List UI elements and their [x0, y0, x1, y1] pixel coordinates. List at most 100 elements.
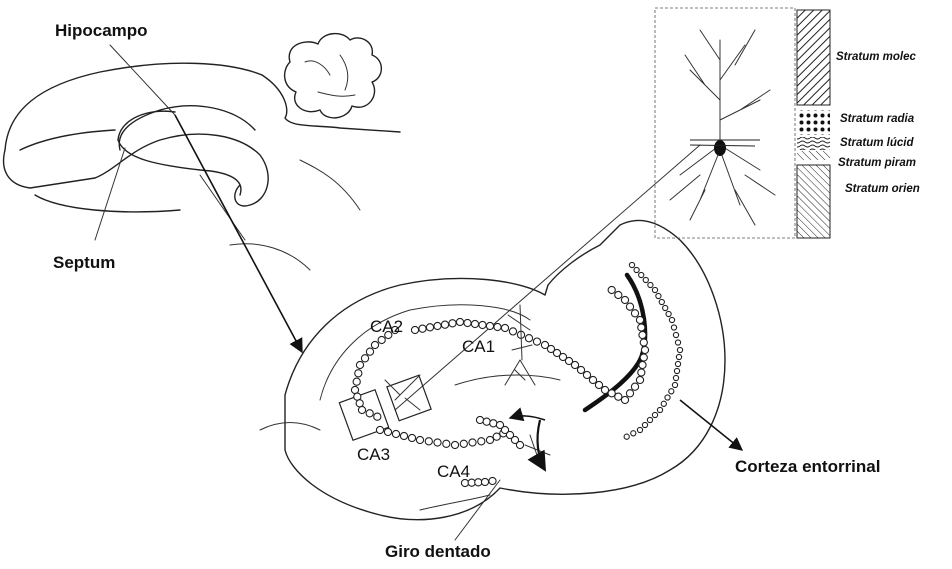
cell-body [641, 346, 648, 353]
cell-body [356, 361, 363, 368]
cell-body [490, 420, 497, 427]
cell-body [637, 427, 642, 432]
cell-body [374, 413, 381, 420]
cell-body [631, 431, 636, 436]
label-stratum-piramidale: Stratum piram [838, 157, 916, 169]
cell-body [659, 299, 664, 304]
inset-leader [395, 145, 700, 410]
stratum-inset [655, 8, 830, 238]
cell-body [483, 418, 490, 425]
cell-body [669, 389, 674, 394]
cell-body [639, 331, 646, 338]
cell-body [674, 368, 679, 373]
cell-body [456, 318, 463, 325]
cell-body [640, 354, 647, 361]
cell-body [652, 287, 657, 292]
cell-body [408, 434, 415, 441]
cell-body [673, 375, 678, 380]
cell-body [636, 316, 643, 323]
cell-body [615, 393, 622, 400]
label-hipocampo: Hipocampo [55, 21, 148, 40]
label-stratum-oriens: Stratum orien [845, 183, 920, 195]
cell-body [636, 376, 643, 383]
cell-body [648, 282, 653, 287]
label-ca4: CA4 [437, 462, 470, 481]
cell-body [571, 361, 578, 368]
cell-body [673, 332, 678, 337]
cell-body [671, 325, 676, 330]
cell-body [443, 440, 450, 447]
cell-body [577, 366, 584, 373]
cell-body [486, 436, 493, 443]
cell-body [509, 328, 516, 335]
cell-body [624, 434, 629, 439]
entorhinal-arrow [680, 400, 742, 450]
cell-body [631, 383, 638, 390]
cell-body [493, 433, 500, 440]
cell-body [469, 439, 476, 446]
cell-body [672, 382, 677, 387]
label-stratum-radiatum: Stratum radia [840, 113, 915, 125]
cell-body [434, 322, 441, 329]
pyramidal-cell-chain [351, 262, 682, 486]
cell-body [595, 381, 602, 388]
cell-body [656, 293, 661, 298]
cell-body [451, 441, 458, 448]
cell-body [478, 438, 485, 445]
cell-body [464, 319, 471, 326]
cell-body [669, 317, 674, 322]
cell-body [663, 305, 668, 310]
cell-body [351, 386, 358, 393]
cell-body [355, 370, 362, 377]
cell-body [479, 321, 486, 328]
label-ca3: CA3 [357, 445, 390, 464]
label-septum: Septum [53, 253, 115, 272]
perforant-arrow-2 [538, 420, 545, 470]
cell-body [400, 432, 407, 439]
cell-body [634, 267, 639, 272]
cell-body [675, 361, 680, 366]
cell-body [376, 426, 383, 433]
cell-body [494, 323, 501, 330]
cell-body [661, 401, 666, 406]
cell-body [449, 320, 456, 327]
cell-body [411, 326, 418, 333]
cell-body [608, 390, 615, 397]
hippocampal-section [260, 220, 725, 519]
cell-body [486, 322, 493, 329]
cell-body [601, 386, 608, 393]
label-corteza-entorrinal: Corteza entorrinal [735, 457, 880, 476]
cell-body [657, 407, 662, 412]
cell-body [677, 347, 682, 352]
cell-body [419, 325, 426, 332]
cell-body [639, 361, 646, 368]
cell-body [615, 291, 622, 298]
cell-body [361, 355, 368, 362]
cell-body [371, 341, 378, 348]
cell-body [356, 400, 363, 407]
cell-body [525, 335, 532, 342]
cell-body [676, 354, 681, 359]
cell-body [441, 321, 448, 328]
zoom-arrow [175, 115, 302, 352]
cell-body [501, 324, 508, 331]
cell-body [639, 272, 644, 277]
cell-body [675, 340, 680, 345]
hipocampo-leader [110, 45, 175, 115]
giro-leader [455, 480, 500, 540]
cell-body [366, 348, 373, 355]
label-ca1: CA1 [462, 337, 495, 356]
cell-body [476, 416, 483, 423]
cell-body [475, 479, 482, 486]
cell-body [460, 440, 467, 447]
cell-body [652, 412, 657, 417]
cell-body [434, 439, 441, 446]
cell-body [621, 396, 628, 403]
cell-body [589, 376, 596, 383]
cell-body [665, 395, 670, 400]
cell-body [666, 311, 671, 316]
cell-body [583, 371, 590, 378]
cell-body [640, 339, 647, 346]
cell-body [489, 477, 496, 484]
cell-body [638, 324, 645, 331]
